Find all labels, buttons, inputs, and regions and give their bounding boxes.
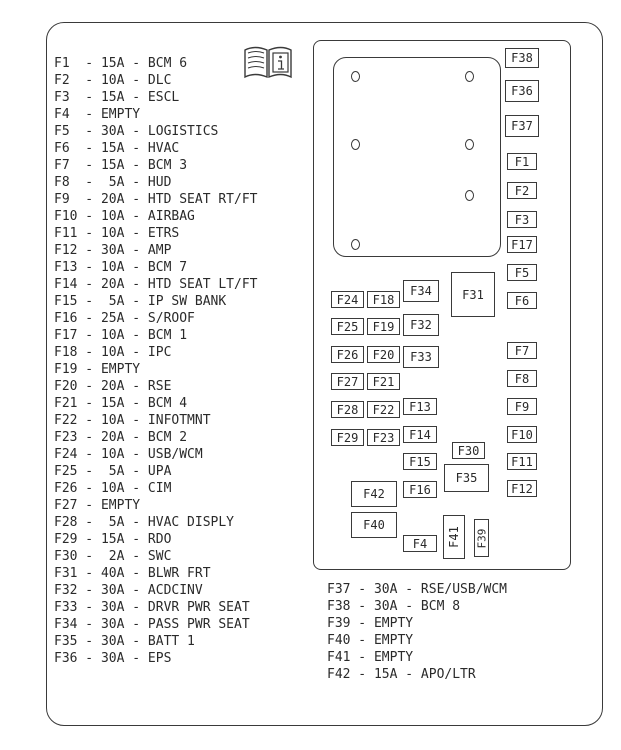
fuse-f37[interactable]: F37: [505, 115, 539, 137]
mounting-hole: [465, 71, 474, 82]
legend-line: F2 - 10A - DLC: [54, 73, 172, 88]
fuse-f23[interactable]: F23: [367, 429, 400, 446]
mounting-hole: [465, 190, 474, 201]
fuse-f28[interactable]: F28: [331, 401, 364, 418]
legend-line: F34 - 30A - PASS PWR SEAT: [54, 617, 250, 632]
fuse-f26[interactable]: F26: [331, 346, 364, 363]
legend-line: F29 - 15A - RDO: [54, 532, 172, 547]
fuse-f27[interactable]: F27: [331, 373, 364, 390]
fuse-f41[interactable]: F41: [443, 515, 465, 559]
fuse-f39-label: F39: [475, 528, 488, 548]
legend-line: F8 - 5A - HUD: [54, 175, 172, 190]
legend-line: F32 - 30A - ACDCINV: [54, 583, 203, 598]
fuse-f21[interactable]: F21: [367, 373, 400, 390]
legend-line: F37 - 30A - RSE/USB/WCM: [327, 582, 508, 597]
fuse-f36[interactable]: F36: [505, 80, 539, 102]
legend-line: F6 - 15A - HVAC: [54, 141, 180, 156]
fuse-f4[interactable]: F4: [403, 535, 437, 552]
fuse-f40[interactable]: F40: [351, 512, 397, 538]
legend-line: F42 - 15A - APO/LTR: [327, 667, 476, 682]
fuse-f19[interactable]: F19: [367, 318, 400, 335]
legend-line: F7 - 15A - BCM 3: [54, 158, 188, 173]
legend-line: F16 - 25A - S/ROOF: [54, 311, 195, 326]
legend-line: F36 - 30A - EPS: [54, 651, 172, 666]
fuse-f24[interactable]: F24: [331, 291, 364, 308]
legend-line: F26 - 10A - CIM: [54, 481, 172, 496]
legend-line: F15 - 5A - IP SW BANK: [54, 294, 227, 309]
fuse-f2[interactable]: F2: [507, 182, 537, 199]
legend-line: F17 - 10A - BCM 1: [54, 328, 188, 343]
legend-line: F19 - EMPTY: [54, 362, 141, 377]
legend-line: F41 - EMPTY: [327, 650, 414, 665]
legend-line: F3 - 15A - ESCL: [54, 90, 180, 105]
fuse-f15[interactable]: F15: [403, 453, 437, 470]
fuse-f25[interactable]: F25: [331, 318, 364, 335]
fuse-f20[interactable]: F20: [367, 346, 400, 363]
legend-line: F9 - 20A - HTD SEAT RT/FT: [54, 192, 258, 207]
fuse-f22[interactable]: F22: [367, 401, 400, 418]
fuse-f13[interactable]: F13: [403, 398, 437, 415]
legend-line: F20 - 20A - RSE: [54, 379, 172, 394]
fuse-block-diagram: [313, 40, 571, 570]
legend-line: F12 - 30A - AMP: [54, 243, 172, 258]
legend-line: F14 - 20A - HTD SEAT LT/FT: [54, 277, 258, 292]
legend-line: F38 - 30A - BCM 8: [327, 599, 461, 614]
fuse-f41-label: F41: [447, 526, 461, 548]
fuse-f38[interactable]: F38: [505, 48, 539, 68]
fuse-f35[interactable]: F35: [444, 464, 489, 492]
fuse-f18[interactable]: F18: [367, 291, 400, 308]
fuse-f3[interactable]: F3: [507, 211, 537, 228]
legend-line: F4 - EMPTY: [54, 107, 141, 122]
legend-line: F40 - EMPTY: [327, 633, 414, 648]
legend-line: F27 - EMPTY: [54, 498, 141, 513]
legend-line: F25 - 5A - UPA: [54, 464, 172, 479]
fuse-box-label-card: [46, 22, 603, 726]
legend-line: F39 - EMPTY: [327, 616, 414, 631]
legend-line: F22 - 10A - INFOTMNT: [54, 413, 211, 428]
fuse-f17[interactable]: F17: [507, 236, 537, 253]
fuse-f8[interactable]: F8: [507, 370, 537, 387]
fuse-f42[interactable]: F42: [351, 481, 397, 507]
legend-line: F10 - 10A - AIRBAG: [54, 209, 195, 224]
legend-line: F18 - 10A - IPC: [54, 345, 172, 360]
legend-line: F28 - 5A - HVAC DISPLY: [54, 515, 235, 530]
mounting-hole: [351, 139, 360, 150]
legend-line: F24 - 10A - USB/WCM: [54, 447, 203, 462]
legend-line: F23 - 20A - BCM 2: [54, 430, 188, 445]
legend-line: F1 - 15A - BCM 6: [54, 56, 188, 71]
legend-line: F21 - 15A - BCM 4: [54, 396, 188, 411]
fuse-f31[interactable]: F31: [451, 272, 495, 317]
fuse-f39[interactable]: F39: [474, 519, 489, 557]
legend-line: F35 - 30A - BATT 1: [54, 634, 195, 649]
fuse-f34[interactable]: F34: [403, 280, 439, 302]
fuse-f5[interactable]: F5: [507, 264, 537, 281]
manual-book-info-icon: [244, 46, 292, 79]
fuse-f29[interactable]: F29: [331, 429, 364, 446]
relay-module: [333, 57, 501, 257]
legend-line: F31 - 40A - BLWR FRT: [54, 566, 211, 581]
fuse-f6[interactable]: F6: [507, 292, 537, 309]
legend-line: F5 - 30A - LOGISTICS: [54, 124, 219, 139]
fuse-f33[interactable]: F33: [403, 346, 439, 368]
fuse-f32[interactable]: F32: [403, 314, 439, 336]
fuse-f11[interactable]: F11: [507, 453, 537, 470]
mounting-hole: [351, 71, 360, 82]
fuse-f1[interactable]: F1: [507, 153, 537, 170]
mounting-hole: [351, 239, 360, 250]
legend-line: F11 - 10A - ETRS: [54, 226, 180, 241]
fuse-f14[interactable]: F14: [403, 426, 437, 443]
legend-line: F33 - 30A - DRVR PWR SEAT: [54, 600, 250, 615]
fuse-f10[interactable]: F10: [507, 426, 537, 443]
legend-line: F13 - 10A - BCM 7: [54, 260, 188, 275]
fuse-f12[interactable]: F12: [507, 480, 537, 497]
mounting-hole: [465, 139, 474, 150]
fuse-f30[interactable]: F30: [452, 442, 485, 459]
fuse-f16[interactable]: F16: [403, 481, 437, 498]
fuse-f7[interactable]: F7: [507, 342, 537, 359]
fuse-f9[interactable]: F9: [507, 398, 537, 415]
legend-line: F30 - 2A - SWC: [54, 549, 172, 564]
